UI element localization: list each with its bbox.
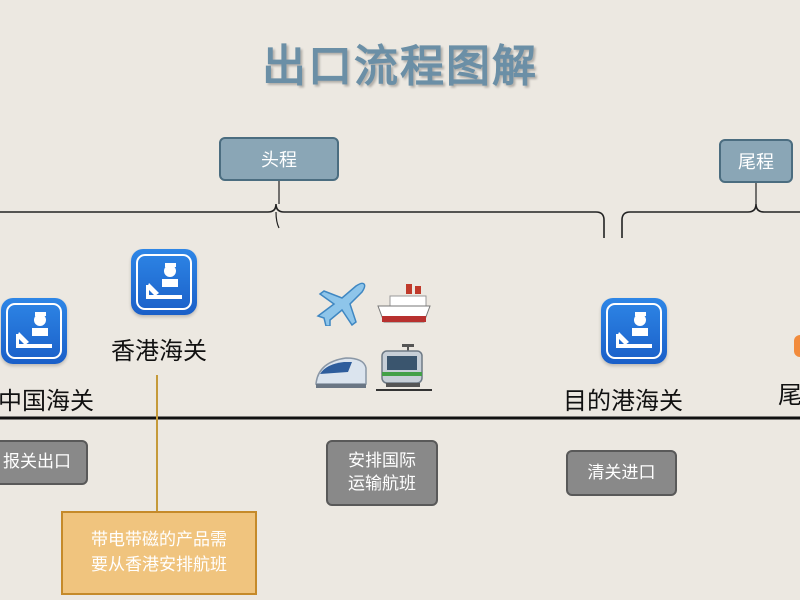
step-clear-import: 清关进口 [566,450,677,496]
head-bracket [0,203,605,238]
customs-icon [1,298,67,364]
tail-bracket [621,203,800,238]
customs-icon [131,249,197,315]
ship-icon [376,280,432,330]
china-customs-label: 中国海关 [0,387,94,415]
note-box: 带电带磁的产品需 要从香港安排航班 [61,511,257,595]
hongkong-customs-label: 香港海关 [111,337,207,365]
head-bracket-label: 头程 [219,137,339,181]
step-arrange-transport: 安排国际 运输航班 [326,440,438,506]
tail-bracket-label: 尾程 [719,139,793,183]
destination-customs-label: 目的港海关 [563,387,683,415]
page-title: 出口流程图解 [262,41,538,92]
tail-partial-label: 尾 [778,381,800,409]
customs-icon [601,298,667,364]
bullet-train-icon [312,344,368,394]
step-declare-export: 报关出口 [0,440,88,485]
tram-icon [376,342,432,392]
airplane-icon [312,276,368,327]
partial-icon [794,335,800,357]
